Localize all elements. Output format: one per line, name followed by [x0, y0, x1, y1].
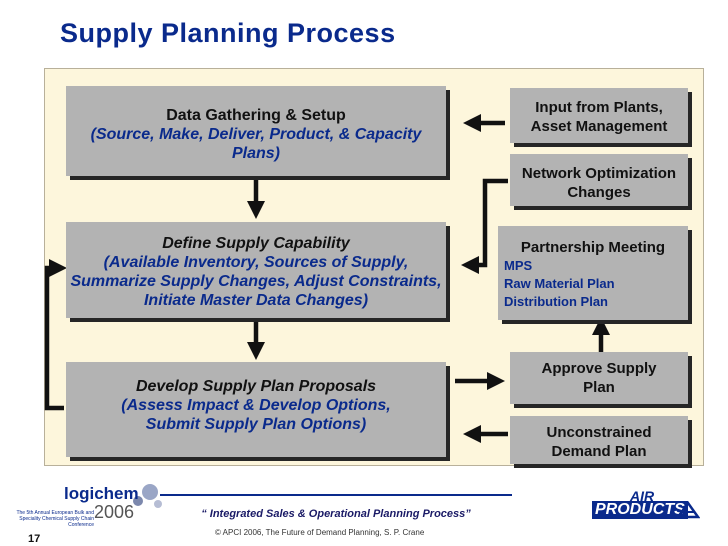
page-number: 17 — [28, 533, 41, 545]
box-partnership-meeting: Partnership Meeting MPS Raw Material Pla… — [498, 226, 688, 320]
box-develop-proposals: Develop Supply Plan Proposals (Assess Im… — [66, 362, 446, 457]
partnership-item-raw-material: Raw Material Plan — [504, 276, 615, 291]
logichem-word: logichem — [64, 484, 139, 503]
arrow-network-to-define — [461, 178, 508, 274]
logichem-logo: logichem 2006 The 5th Annual European Bu… — [10, 482, 162, 530]
partnership-item-distribution: Distribution Plan — [504, 294, 608, 309]
define-capability-detail: (Available Inventory, Sources of Supply,… — [70, 254, 442, 309]
air-products-logo: AIR PRODUCTS — [592, 488, 700, 532]
footer-divider — [160, 494, 512, 496]
develop-proposals-heading: Develop Supply Plan Proposals — [135, 378, 377, 395]
air-products-word2: PRODUCTS — [592, 501, 688, 519]
logichem-year: 2006 — [94, 502, 135, 522]
box-define-capability: Define Supply Capability (Available Inve… — [66, 222, 446, 318]
air-products-word1: AIR — [630, 488, 655, 504]
data-gathering-detail: (Source, Make, Deliver, Product, & Capac… — [90, 126, 422, 162]
approve-text: Approve Supply Plan — [541, 360, 657, 396]
define-capability-heading: Define Supply Capability — [162, 235, 350, 252]
box-network-optimization: Network Optimization Changes — [510, 154, 688, 206]
develop-proposals-detail: (Assess Impact & Develop Options, Submit… — [121, 397, 391, 433]
data-gathering-heading: Data Gathering & Setup — [166, 107, 346, 124]
air-products-mark-icon — [676, 501, 700, 519]
box-data-gathering: Data Gathering & Setup (Source, Make, De… — [66, 86, 446, 176]
logichem-bubbles-icon — [133, 484, 162, 508]
network-optimization-text: Network Optimization Changes — [521, 165, 677, 201]
box-input-plants: Input from Plants, Asset Management — [510, 88, 688, 143]
arrow-feedback-loop — [44, 259, 67, 411]
logichem-subtitle: The 5th Annual European Bulk and Special… — [16, 510, 94, 528]
box-unconstrained-demand: Unconstrained Demand Plan — [510, 416, 688, 464]
unconstrained-text: Unconstrained Demand Plan — [546, 424, 652, 460]
footer-quote: “ Integrated Sales & Operational Plannin… — [201, 508, 471, 520]
partnership-heading: Partnership Meeting — [520, 239, 666, 256]
input-plants-text: Input from Plants, Asset Management — [530, 99, 668, 135]
page-title: Supply Planning Process — [60, 18, 396, 48]
box-approve-supply-plan: Approve Supply Plan — [510, 352, 688, 404]
footer-copyright: © APCI 2006, The Future of Demand Planni… — [215, 528, 425, 537]
partnership-item-mps: MPS — [504, 258, 533, 273]
